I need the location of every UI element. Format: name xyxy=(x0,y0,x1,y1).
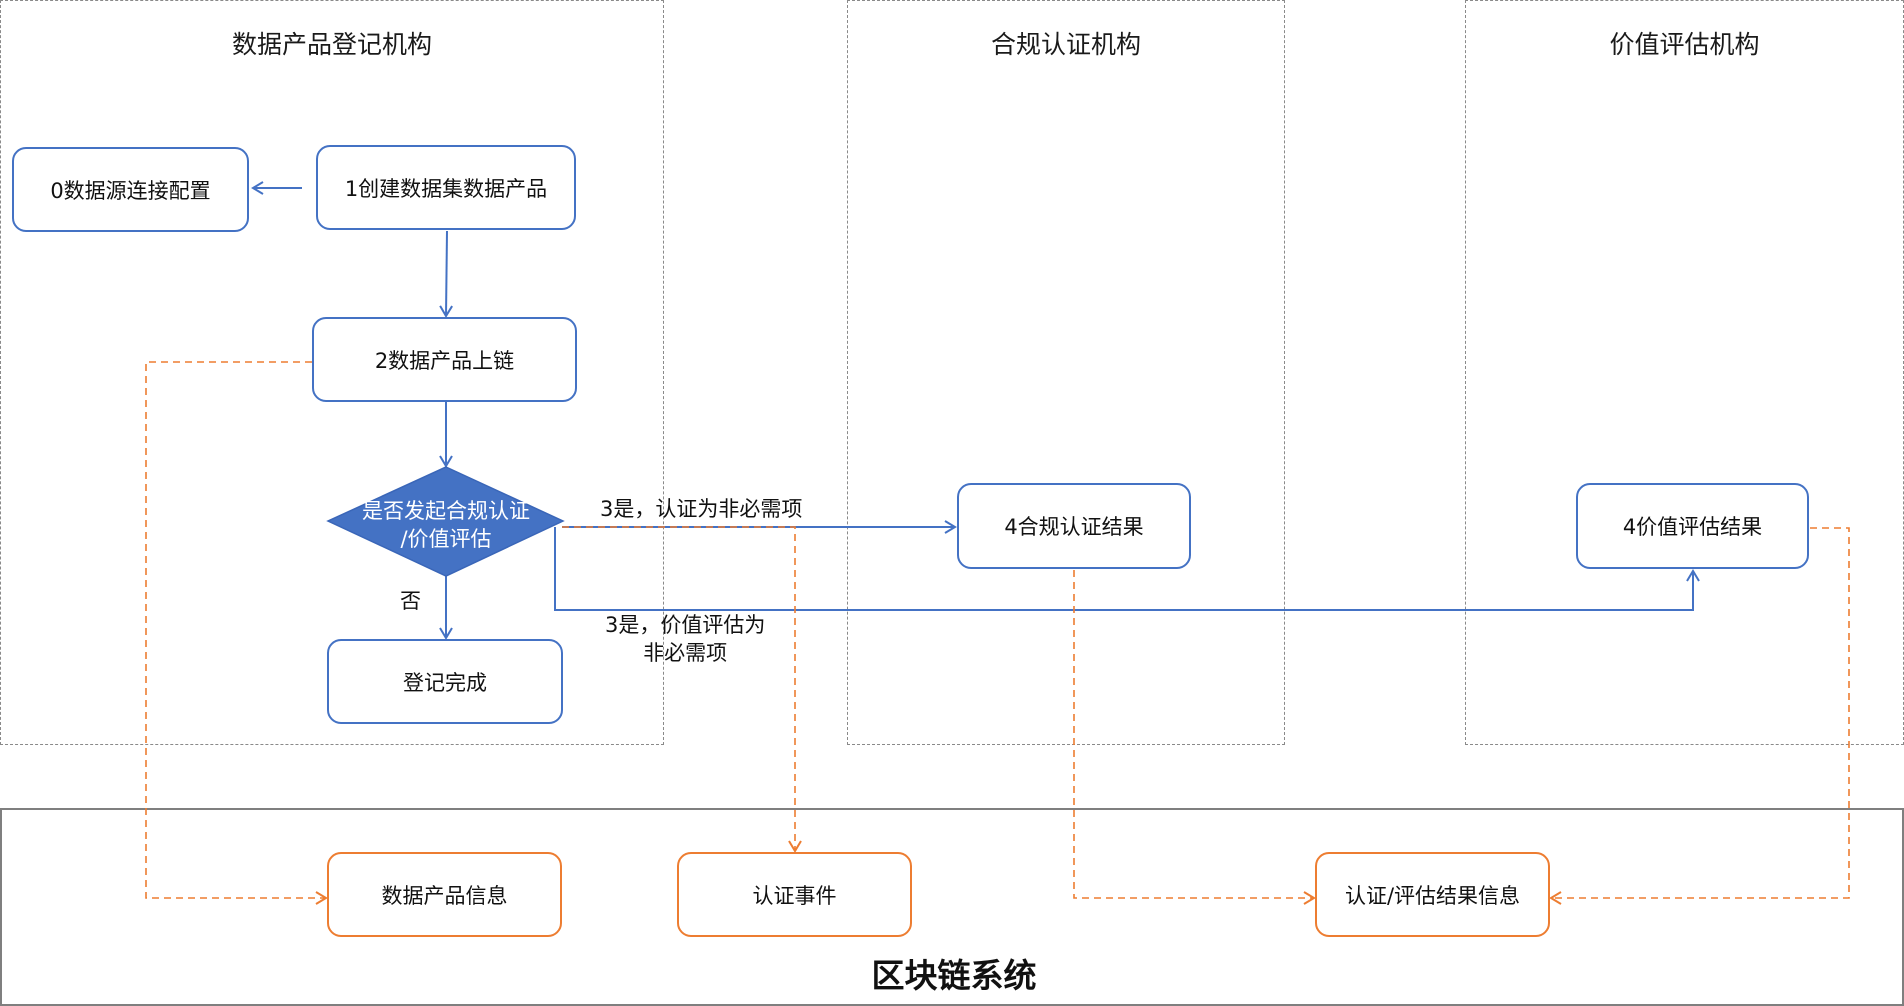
node-label: 登记完成 xyxy=(403,670,487,695)
lane-title: 合规认证机构 xyxy=(990,30,1141,59)
edge-valuation-to-chain3 xyxy=(1549,527,1850,905)
node-create-product[interactable]: 1创建数据集数据产品 xyxy=(316,145,576,230)
edge-label-no: 否 xyxy=(400,589,421,613)
node-label: 认证/评估结果信息 xyxy=(1344,883,1521,908)
edge-compliance-to-chain3 xyxy=(1073,570,1316,905)
chain-node-result-info[interactable]: 认证/评估结果信息 xyxy=(1315,852,1550,937)
lane-title: 数据产品登记机构 xyxy=(231,30,432,59)
node-product-onchain[interactable]: 2数据产品上链 xyxy=(312,317,577,402)
node-compliance-result[interactable]: 4合规认证结果 xyxy=(957,483,1191,569)
node-label: 认证事件 xyxy=(752,883,837,908)
edge-label-yes-eval-line1: 3是，价值评估为 xyxy=(605,613,766,637)
lane-title: 价值评估机构 xyxy=(1609,30,1760,59)
blockchain-title: 区块链系统 xyxy=(871,956,1037,995)
node-datasource-config[interactable]: 0数据源连接配置 xyxy=(12,147,249,232)
decision-line-2: /价值评估 xyxy=(400,527,492,551)
node-label: 4合规认证结果 xyxy=(1004,515,1144,539)
edge-n2-to-chain1 xyxy=(145,361,328,905)
node-label: 4价值评估结果 xyxy=(1622,515,1763,539)
node-valuation-result[interactable]: 4价值评估结果 xyxy=(1576,483,1809,569)
lane-compliance: 合规认证机构 xyxy=(847,0,1285,745)
edge-label-yes-eval: 3是，价值评估为 非必需项 xyxy=(605,611,765,667)
node-label: 2数据产品上链 xyxy=(374,348,515,373)
edge-label-yes-cert: 3是，认证为非必需项 xyxy=(600,497,803,521)
node-label: 0数据源连接配置 xyxy=(50,178,211,203)
node-label: 数据产品信息 xyxy=(381,883,508,908)
chain-node-cert-event[interactable]: 认证事件 xyxy=(677,852,912,937)
chain-node-product-info[interactable]: 数据产品信息 xyxy=(327,852,562,937)
node-registration-done[interactable]: 登记完成 xyxy=(327,639,563,724)
edge-label-yes-eval-line2: 非必需项 xyxy=(643,641,728,665)
decision-line-1: 是否发起合规认证 xyxy=(362,499,530,523)
node-label: 1创建数据集数据产品 xyxy=(344,176,548,201)
lane-registration: 数据产品登记机构 xyxy=(0,0,664,745)
blockchain-system xyxy=(0,808,1904,1006)
decision-diamond xyxy=(326,466,565,577)
edge-decision-to-chain2 xyxy=(562,526,802,853)
decision-label[interactable]: 是否发起合规认证 /价值评估 xyxy=(362,497,530,553)
edge-n1-to-n2 xyxy=(439,230,453,318)
edge-decision-to-valuation xyxy=(554,527,1700,611)
